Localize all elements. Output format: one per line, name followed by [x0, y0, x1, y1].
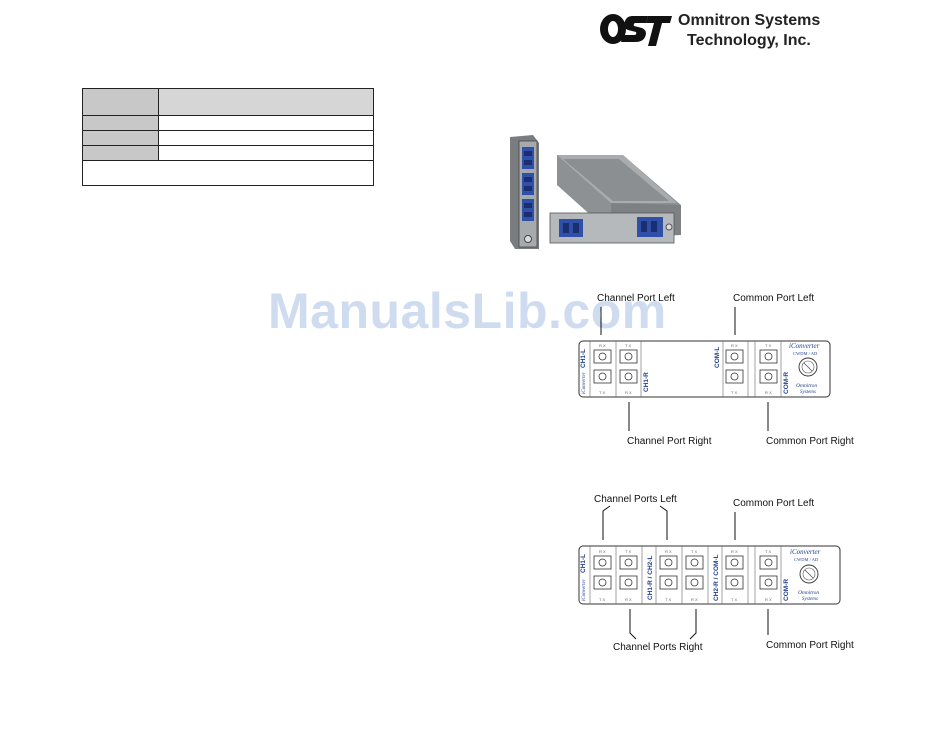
svg-text:R X: R X: [731, 343, 738, 348]
panel-label-coml: COM-L: [714, 347, 721, 368]
table-cell: [82, 115, 159, 131]
table-cell: [158, 130, 374, 146]
table-cell: [82, 88, 159, 116]
table-row: [82, 88, 374, 116]
company-name-line2: Technology, Inc.: [687, 32, 811, 49]
svg-text:R X: R X: [625, 390, 632, 395]
svg-text:T X: T X: [691, 549, 697, 554]
panel-diagram-2: Channel Ports Left Common Port Left Chan…: [576, 493, 866, 658]
panel-maker-line2: Systems: [802, 597, 818, 602]
table-cell: [158, 145, 374, 161]
omnitron-logo: Omnitron Systems Technology, Inc.: [598, 10, 838, 52]
table-cell: [82, 130, 159, 146]
company-name-line1: Omnitron Systems: [678, 12, 821, 29]
product-photo: [510, 135, 681, 249]
callout-channel-port-right: Channel Port Right: [627, 436, 712, 447]
svg-text:T X: T X: [765, 343, 771, 348]
panel-label-ch1l: CH1-L: [580, 349, 587, 368]
panel-side-brand: iConverter: [582, 372, 587, 394]
callout-channel-ports-right: Channel Ports Right: [613, 642, 703, 653]
svg-text:T X: T X: [665, 597, 671, 602]
panel-label-ch1r-ch2l: CH1-R / CH2-L: [647, 556, 654, 600]
svg-text:R X: R X: [765, 597, 772, 602]
table-cell: [82, 145, 159, 161]
callout-channel-ports-left: Channel Ports Left: [594, 494, 677, 505]
callout-channel-port-left: Channel Port Left: [597, 293, 675, 304]
svg-text:T X: T X: [625, 549, 631, 554]
table-row: [82, 115, 374, 131]
panel-model: CWDM / AD: [794, 557, 819, 562]
svg-text:R X: R X: [599, 343, 606, 348]
svg-text:T X: T X: [731, 597, 737, 602]
svg-text:R X: R X: [665, 549, 672, 554]
callout-common-port-right: Common Port Right: [766, 436, 854, 447]
ost-logo-mark: [600, 14, 672, 46]
panel-label-ch1l: CH1-L: [580, 554, 587, 573]
front-panel-2: R X T X R X T X R X T X T X R X T X R X T X R …: [578, 505, 841, 640]
panel-maker-line1: Omnitron: [798, 590, 819, 596]
panel-label-ch1r: CH1-R: [643, 372, 650, 392]
svg-text:R X: R X: [765, 390, 772, 395]
svg-text:T X: T X: [625, 343, 631, 348]
callout-common-port-right: Common Port Right: [766, 640, 854, 651]
panel-brand: iConverter: [790, 548, 821, 556]
callout-common-port-left: Common Port Left: [733, 498, 815, 509]
svg-text:R X: R X: [625, 597, 632, 602]
svg-text:T X: T X: [731, 390, 737, 395]
panel-side-brand: iConverter: [582, 579, 587, 601]
callout-common-port-left: Common Port Left: [733, 293, 815, 304]
svg-text:T X: T X: [765, 549, 771, 554]
panel-diagram-1: Channel Port Left Common Port Left Chann…: [576, 290, 866, 450]
table-row: [82, 130, 374, 146]
company-name: Omnitron Systems Technology, Inc.: [678, 11, 820, 51]
table-cell: [158, 88, 374, 116]
panel-label-ch2r-coml: CH2-R / COM-L: [713, 554, 720, 601]
table-cell: [158, 115, 374, 131]
svg-text:T X: T X: [599, 597, 605, 602]
watermark: ManualsLib.com: [268, 283, 667, 339]
front-panel-1: R X T X R X T X T X R X T X R X CH1-L iConve…: [578, 307, 831, 431]
panel-model: CWDM / AD: [793, 351, 818, 356]
svg-text:R X: R X: [691, 597, 698, 602]
panel-maker-line2: Systems: [800, 390, 816, 395]
panel-maker-line1: Omnitron: [796, 383, 817, 389]
panel-label-comr: COM-R: [783, 579, 790, 601]
svg-text:R X: R X: [731, 549, 738, 554]
table-cell: [82, 160, 374, 186]
spec-table: [82, 88, 374, 186]
panel-brand: iConverter: [789, 342, 820, 350]
table-row: [82, 160, 374, 186]
svg-text:R X: R X: [599, 549, 606, 554]
table-row: [82, 145, 374, 161]
panel-label-comr: COM-R: [783, 372, 790, 394]
svg-text:T X: T X: [599, 390, 605, 395]
